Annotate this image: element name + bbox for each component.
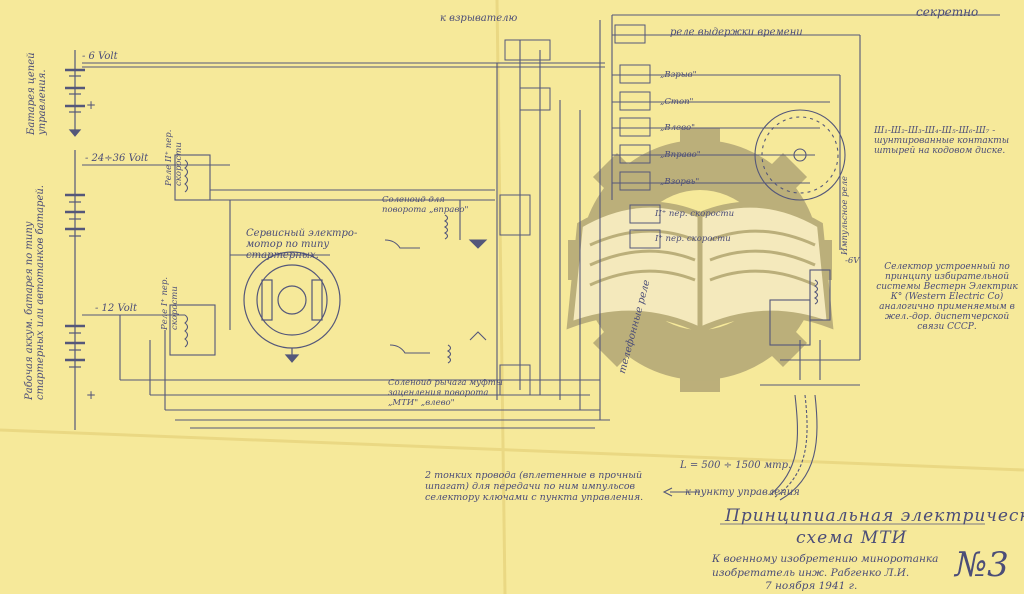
- to-control-point-label: к пункту управления: [685, 487, 800, 498]
- relay-blast-label: „Взрыв": [660, 70, 697, 80]
- relay-speed-1: [169, 304, 216, 356]
- minus-6-label: -6V: [845, 256, 860, 266]
- battery-working-circuit: [65, 150, 85, 430]
- wiring: [82, 14, 1000, 429]
- relay-back-label: „Взорвь": [660, 177, 700, 187]
- servo-motor: [243, 251, 341, 363]
- subtitle-line-1: К военному изобретению миноротанка: [712, 553, 939, 565]
- wires-note: 2 тонких провода (вплетенные в прочный ш…: [425, 470, 644, 503]
- solenoid-left: [389, 331, 487, 364]
- voltage-6-label: - 6 Volt: [82, 51, 118, 62]
- relay-1st-speed-label: I⁺ пер. скорости: [655, 234, 731, 244]
- pulse-relay-label: Импульсное реле: [840, 175, 850, 255]
- relay-column: [499, 24, 661, 396]
- secret-stamp: секретно: [916, 5, 979, 19]
- watermark-gear-book-icon: [566, 128, 834, 392]
- title-line-1: Принципиальная электрическая: [725, 506, 1024, 526]
- solenoid-left-label: Соленоид рычага муфты заценления поворот…: [388, 378, 503, 408]
- relay-speed-2-label: Реле II⁺ пер. скорости: [164, 129, 184, 186]
- battery-working-label: Рабочая аккум. батарея по типу стартерны…: [24, 185, 46, 400]
- cable-length-label: L = 500 ÷ 1500 мтр.: [680, 460, 792, 471]
- selector-note: Селектор устроенный по принципу избирате…: [876, 262, 1018, 332]
- relay-left-label: „Влево": [660, 123, 696, 133]
- servo-motor-label: Сервисный электро-мотор по типу стартерн…: [246, 228, 358, 261]
- relay-stop-label: „Стоп": [660, 97, 694, 107]
- solenoid-right: [384, 200, 488, 249]
- relay-2nd-speed-label: II⁺ пер. скорости: [655, 209, 735, 219]
- voltage-12-label: - 12 Volt: [95, 303, 138, 314]
- relay-hold-label: реле выдержки времени: [670, 27, 803, 38]
- to-detonator-label: к взрывателю: [440, 13, 518, 24]
- control-cable: [662, 394, 818, 501]
- selector-disk: [754, 109, 846, 346]
- relay-right-label: „Вправо": [660, 150, 701, 160]
- relay-speed-1-label: Реле I⁺ пер. скорости: [160, 276, 180, 330]
- contact-note: Ш₁-Ш₂-Ш₃-Ш₄-Ш₅-Ш₆-Ш₇ - шунтированные кон…: [874, 126, 1010, 156]
- title-line-2: схема МТИ: [796, 528, 908, 548]
- date-label: 7 ноября 1941 г.: [765, 580, 858, 592]
- subtitle-line-2: изобретатель инж. Рабгенко Л.И.: [712, 567, 910, 579]
- battery-control-circuit: [65, 50, 85, 137]
- voltage-24-label: - 24÷36 Volt: [85, 153, 149, 164]
- plus-terminal-2: +: [86, 388, 97, 402]
- solenoid-right-label: Соленоид для поворота „вправо": [382, 195, 469, 215]
- relay-speed-2: [174, 154, 211, 201]
- battery-control-label: Батарея цепей управления.: [26, 52, 48, 135]
- plus-terminal-1: +: [86, 98, 97, 112]
- sheet-number: №3: [955, 545, 1009, 585]
